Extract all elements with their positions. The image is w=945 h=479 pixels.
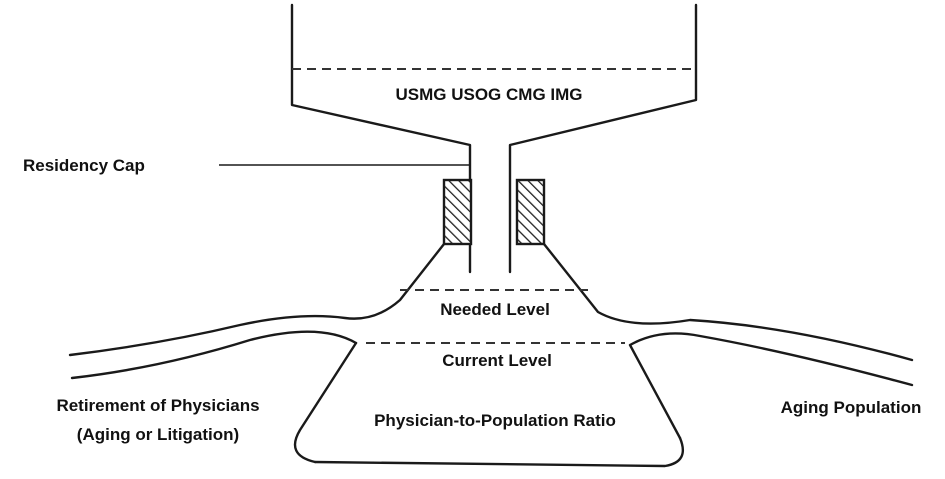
funnel-right-wall <box>508 3 698 274</box>
flask-bottom <box>313 436 685 468</box>
residency-cap <box>219 164 546 246</box>
flask-lower-right-wall <box>628 332 914 440</box>
current-level-label: Current Level <box>442 351 552 370</box>
retirement-label-line2: (Aging or Litigation) <box>77 425 239 444</box>
residency-cap-left-block <box>442 178 473 246</box>
left-tube-lower-outline <box>70 330 358 380</box>
residency-cap-right-block <box>515 178 546 246</box>
aging-population-label: Aging Population <box>781 398 922 417</box>
needed-level-label: Needed Level <box>440 300 550 319</box>
funnel-hopper <box>290 3 698 274</box>
hopper-label: USMG USOG CMG IMG <box>396 85 583 104</box>
flask <box>68 242 914 468</box>
flask-lower-left-wall <box>293 341 358 464</box>
flask-upper-right-outline <box>542 242 914 362</box>
flask-upper-outline <box>68 242 446 357</box>
physician-ratio-label: Physician-to-Population Ratio <box>374 411 616 430</box>
residency-cap-label: Residency Cap <box>23 156 145 175</box>
retirement-label-line1: Retirement of Physicians <box>56 396 259 415</box>
